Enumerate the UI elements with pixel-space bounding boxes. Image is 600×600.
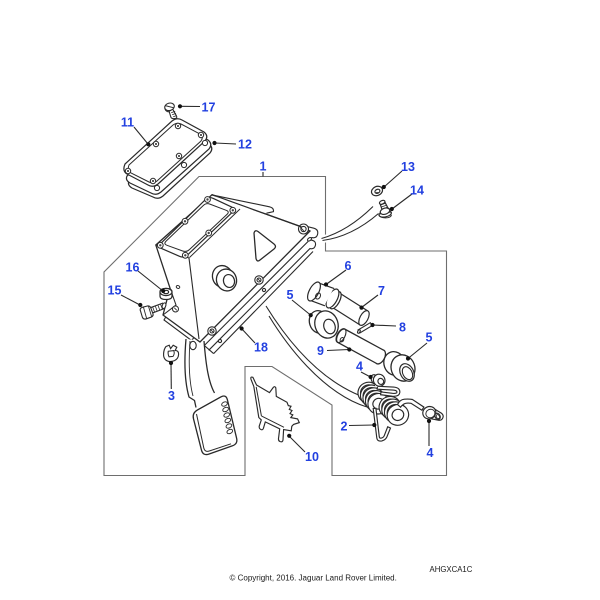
svg-text:4: 4 [356,360,363,374]
svg-text:5: 5 [287,288,294,302]
svg-text:15: 15 [108,284,122,298]
svg-text:3: 3 [168,389,175,403]
svg-text:2: 2 [341,420,348,434]
svg-text:6: 6 [345,259,352,273]
svg-text:8: 8 [399,321,406,335]
svg-text:12: 12 [238,138,252,152]
svg-text:17: 17 [202,101,216,115]
svg-text:4: 4 [427,446,434,460]
svg-text:AHGXCA1C: AHGXCA1C [430,565,473,574]
svg-text:9: 9 [317,344,324,358]
svg-text:14: 14 [410,184,424,198]
svg-text:13: 13 [401,160,415,174]
svg-text:18: 18 [254,341,268,355]
svg-text:© Copyright, 2016. Jaguar Land: © Copyright, 2016. Jaguar Land Rover Lim… [230,574,397,583]
svg-text:1: 1 [260,160,267,174]
svg-text:7: 7 [378,284,385,298]
svg-text:16: 16 [126,261,140,275]
svg-text:5: 5 [426,331,433,345]
svg-text:10: 10 [305,450,319,464]
svg-text:11: 11 [121,116,134,130]
